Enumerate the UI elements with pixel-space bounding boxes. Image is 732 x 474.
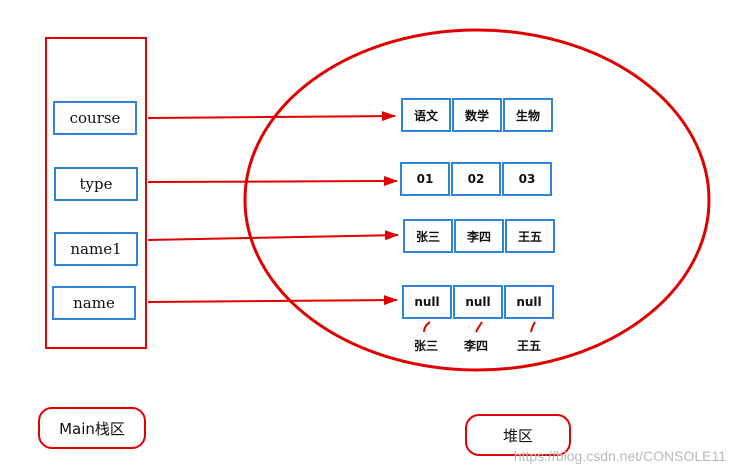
array-cell: 语文: [401, 98, 451, 132]
variable-name1: name1: [54, 232, 138, 266]
heap-ellipse: [243, 28, 711, 372]
arrow-name1: [147, 230, 399, 241]
heap-array-course: 语文 数学 生物: [401, 98, 554, 132]
array-cell: null: [402, 285, 452, 319]
null-ref-line-1: [423, 321, 431, 333]
array-cell: 张三: [403, 219, 453, 253]
watermark: https://blog.csdn.net/CONSOLE11: [513, 448, 726, 464]
array-cell: 生物: [503, 98, 553, 132]
stack-frame: [45, 37, 147, 349]
arrow-course: [147, 111, 396, 122]
variable-type: type: [54, 167, 138, 201]
null-ref-line-2: [475, 321, 483, 333]
null-ref-label-1: 张三: [414, 339, 439, 353]
array-cell: 02: [451, 162, 501, 196]
arrow-name: [147, 295, 398, 306]
array-cell: 李四: [454, 219, 504, 253]
variable-course: course: [53, 101, 137, 135]
variable-name: name: [52, 286, 136, 320]
heap-array-name1: 张三 李四 王五: [403, 219, 556, 253]
stack-region-label: Main栈区: [38, 407, 146, 449]
null-ref-label-2: 李四: [464, 339, 489, 353]
array-cell: 王五: [505, 219, 555, 253]
heap-array-name: null null null: [402, 285, 555, 319]
array-cell: 01: [400, 162, 450, 196]
null-ref-label-3: 王五: [517, 339, 542, 353]
array-cell: null: [453, 285, 503, 319]
heap-array-type: 01 02 03: [400, 162, 553, 196]
heap-region-label: 堆区: [465, 414, 571, 456]
array-cell: 03: [502, 162, 552, 196]
null-ref-line-3: [530, 321, 536, 333]
array-cell: 数学: [452, 98, 502, 132]
arrow-type: [147, 176, 398, 187]
array-cell: null: [504, 285, 554, 319]
